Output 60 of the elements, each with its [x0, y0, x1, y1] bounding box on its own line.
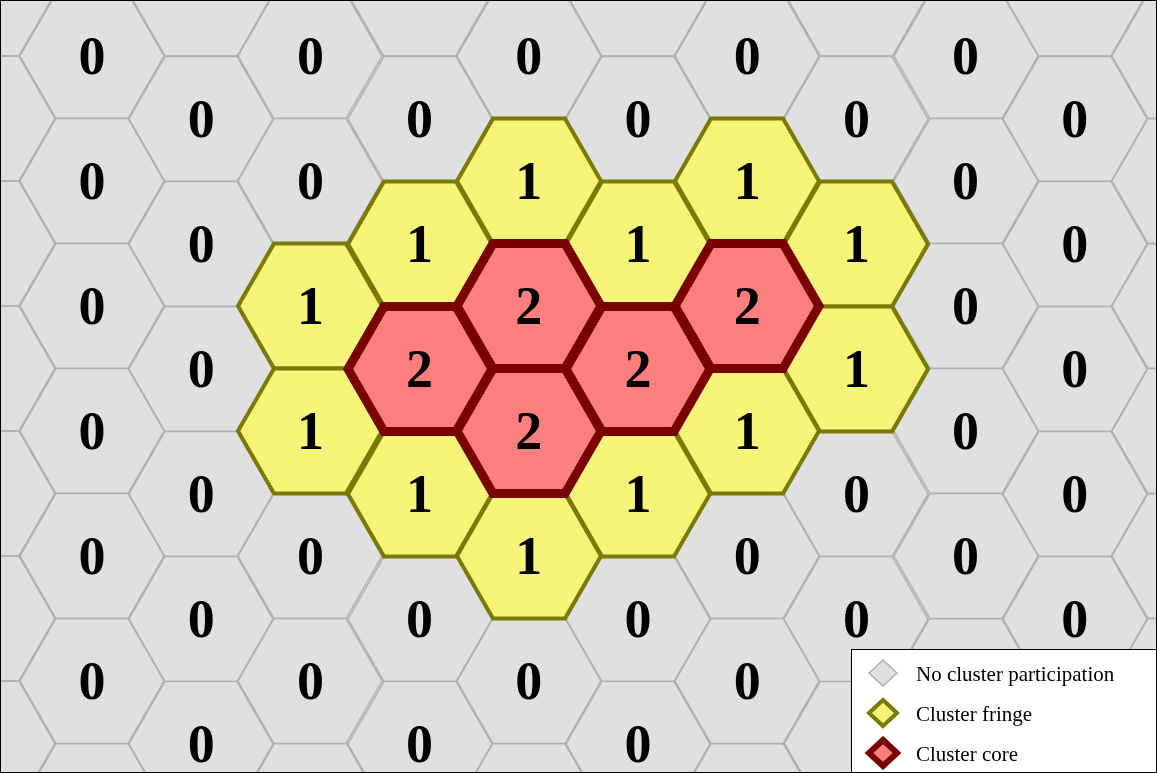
- cell-value: 1: [296, 279, 324, 333]
- cell-value: 2: [406, 341, 434, 396]
- cell-value: 2: [515, 279, 543, 333]
- cell-value: 0: [624, 591, 652, 646]
- cell-value: 0: [733, 654, 761, 708]
- cell-value: 0: [952, 154, 980, 208]
- cell-value: 1: [406, 216, 434, 271]
- cell-value: 0: [406, 716, 434, 771]
- cell-value: 1: [624, 216, 652, 271]
- cell-value: 0: [1061, 466, 1089, 521]
- cell-value: 0: [952, 279, 980, 333]
- cell-value: 1: [515, 154, 543, 208]
- cell-value: 0: [733, 29, 761, 83]
- cell-value: 1: [733, 154, 761, 208]
- cell-value: 1: [296, 404, 324, 458]
- cell-value: 0: [733, 529, 761, 583]
- cell-value: 0: [952, 29, 980, 83]
- cell-value: 0: [624, 716, 652, 771]
- cell-value: 0: [78, 654, 106, 708]
- cell-value: 0: [78, 29, 106, 83]
- cell-value: 0: [78, 154, 106, 208]
- cell-value: 0: [187, 716, 215, 771]
- cell-value: 0: [78, 529, 106, 583]
- cell-value: 0: [952, 529, 980, 583]
- legend-label: Cluster fringe: [916, 702, 1033, 727]
- cell-value: 2: [733, 279, 761, 333]
- cell-value: 0: [515, 29, 543, 83]
- cell-value: 0: [515, 654, 543, 708]
- cell-value: 0: [296, 154, 324, 208]
- cell-value: 0: [187, 216, 215, 271]
- cell-value: 0: [1061, 216, 1089, 271]
- cell-value: 0: [78, 279, 106, 333]
- cell-value: 1: [842, 216, 870, 271]
- cell-value: 2: [515, 404, 543, 458]
- cell-value: 1: [406, 466, 434, 521]
- legend-label: No cluster participation: [916, 662, 1115, 687]
- cell-value: 0: [78, 404, 106, 458]
- cell-value: 0: [1061, 91, 1089, 146]
- legend-label: Cluster core: [916, 742, 1019, 767]
- cell-value: 0: [406, 591, 434, 646]
- cell-value: 0: [187, 91, 215, 146]
- cell-value: 0: [842, 466, 870, 521]
- cell-value: 2: [624, 341, 652, 396]
- cell-value: 1: [515, 529, 543, 583]
- cell-value: 0: [187, 341, 215, 396]
- cell-value: 0: [1061, 591, 1089, 646]
- cell-value: 0: [624, 91, 652, 146]
- cell-value: 1: [733, 404, 761, 458]
- cell-value: 1: [624, 466, 652, 521]
- cell-value: 0: [296, 654, 324, 708]
- cell-value: 0: [296, 29, 324, 83]
- cell-value: 0: [187, 591, 215, 646]
- cell-value: 0: [187, 466, 215, 521]
- cell-value: 0: [296, 529, 324, 583]
- cell-value: 0: [406, 91, 434, 146]
- cell-value: 0: [842, 91, 870, 146]
- cell-value: 0: [952, 404, 980, 458]
- cell-value: 0: [1061, 341, 1089, 396]
- cell-value: 0: [842, 591, 870, 646]
- cell-value: 1: [842, 341, 870, 396]
